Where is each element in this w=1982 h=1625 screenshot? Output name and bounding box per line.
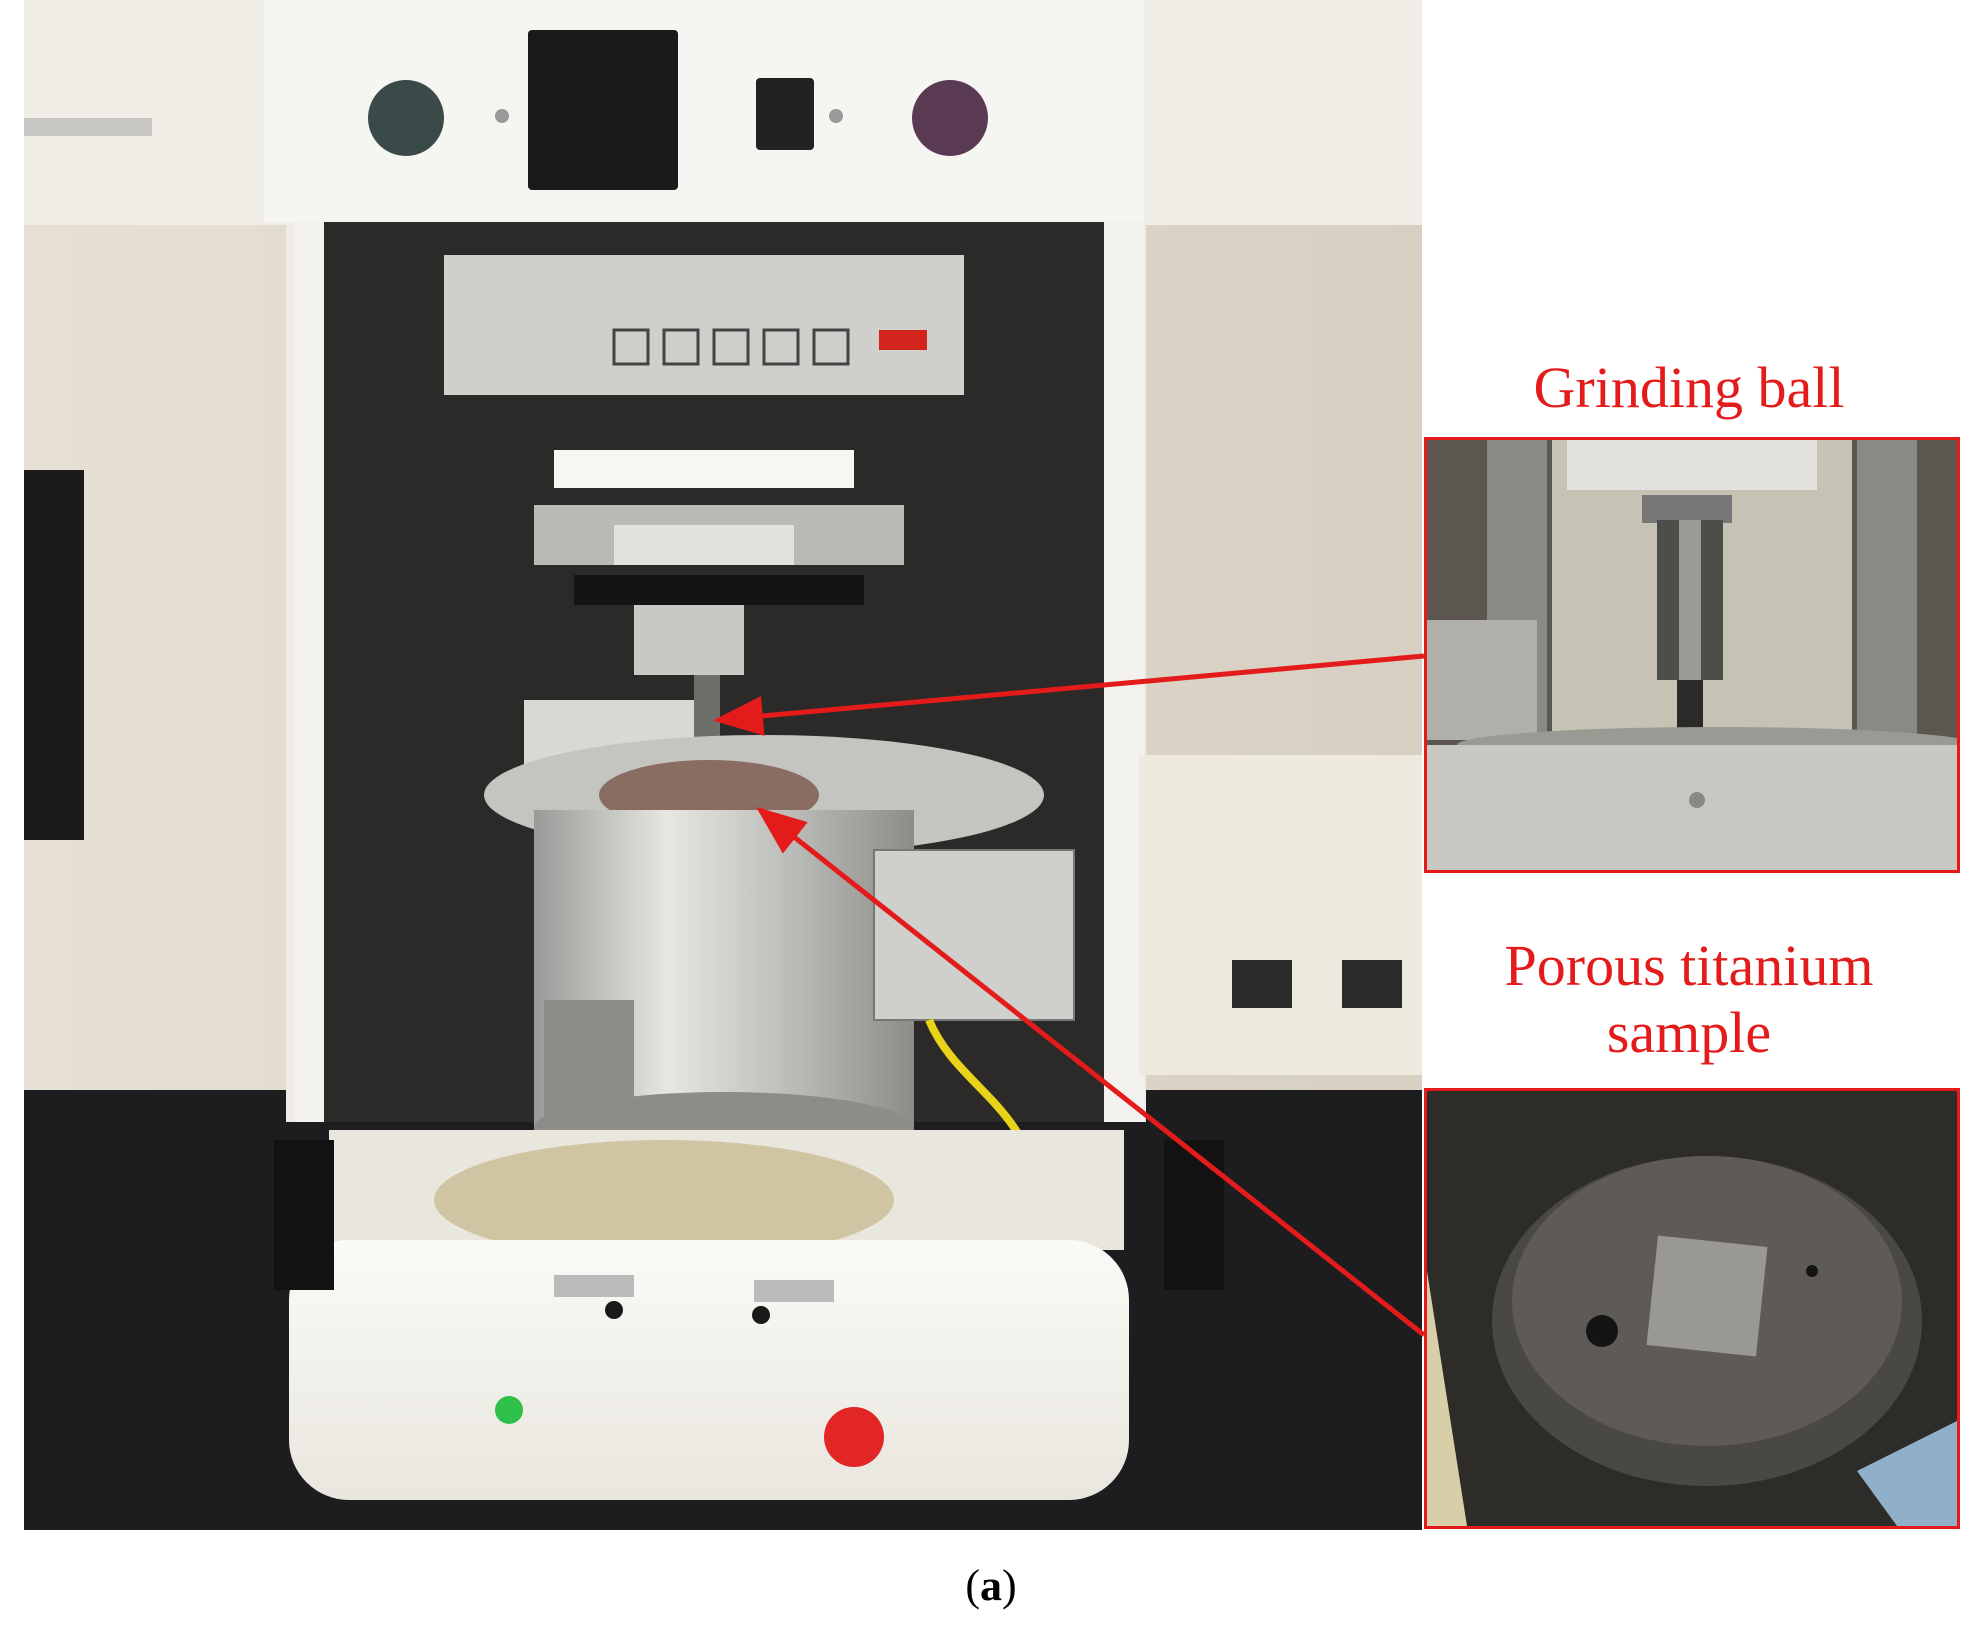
porous-sample-label: Porous titanium sample <box>1424 933 1954 1066</box>
caption-letter: a <box>980 1561 1002 1610</box>
porous-sample-label-line1: Porous titanium <box>1504 933 1874 998</box>
caption-open: ( <box>965 1561 980 1610</box>
main-photo <box>24 0 1422 1530</box>
tribometer-photo <box>24 0 1422 1530</box>
porous-sample-inset <box>1424 1088 1960 1529</box>
grinding-ball-inset <box>1424 437 1960 873</box>
porous-sample-label-line2: sample <box>1606 999 1772 1065</box>
grinding-ball-label: Grinding ball <box>1533 355 1845 420</box>
figure-caption: (a) <box>0 1560 1982 1611</box>
caption-close: ) <box>1002 1561 1017 1610</box>
grinding-ball-photo <box>1427 440 1957 870</box>
porous-sample-photo <box>1427 1091 1957 1526</box>
